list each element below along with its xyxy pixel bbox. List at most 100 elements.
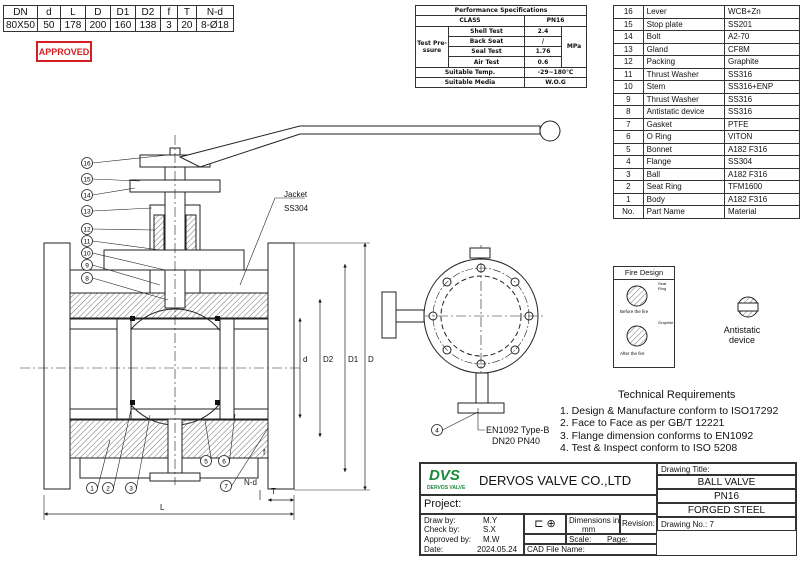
balloon-number: 8 [85, 275, 89, 282]
jacket-label: Jacket [284, 190, 308, 199]
part-balloon: 12 [81, 223, 155, 235]
part-balloon: 4 [431, 411, 479, 436]
dim-d-label: d [303, 355, 308, 364]
approved-stamp: APPROVED [36, 41, 92, 62]
balloon-number: 12 [83, 226, 91, 233]
drawing-no: Drawing No.: 7 [661, 520, 714, 529]
check-by-label: Check by: [424, 525, 460, 534]
balloon-number: 14 [83, 192, 91, 199]
body-bore-outline [43, 318, 295, 420]
fire-after-label: After the fire [620, 351, 645, 356]
balloon-number: 11 [84, 238, 91, 245]
balloon-number: 1 [90, 485, 94, 492]
company-name: DERVOS VALVE CO.,LTD [479, 473, 632, 488]
draw-by-label: Draw by: [424, 516, 456, 525]
perf-unit: MPa [561, 25, 587, 68]
dimensions-label: Dimensions in: [569, 516, 622, 525]
part-balloon: 7 [220, 427, 269, 492]
balloon-number: 10 [83, 250, 91, 257]
flange-standard-label: EN1092 Type-B [486, 425, 550, 435]
balloon-number: 4 [435, 427, 439, 434]
tech-req-item: 1. Design & Manufacture conform to ISO17… [560, 404, 779, 417]
project-cell: Project: [420, 495, 657, 514]
part-balloon: 15 [81, 173, 141, 185]
drawing-no-cell: Drawing No.: 7 [657, 517, 796, 531]
dim-value: 8-Ø18 [195, 18, 234, 32]
bom-cell-part: Part Name [642, 205, 726, 219]
balloon-number: 7 [224, 483, 228, 490]
balloon-number: 5 [204, 458, 208, 465]
bom-cell-part: Stop plate [642, 17, 726, 31]
scale-label: Scale: [569, 535, 592, 544]
technical-requirements: Technical Requirements 1. Design & Manuf… [560, 389, 778, 455]
dim-value: 138 [134, 18, 161, 32]
draw-by: M.Y [483, 516, 498, 525]
drawing-title-label: Drawing Title: [661, 465, 710, 474]
lever [178, 125, 541, 168]
antistatic-label: Antistatic device [723, 325, 761, 345]
tech-req-title: Technical Requirements [618, 389, 736, 401]
right-flange [267, 242, 295, 490]
date-label: Date: [424, 545, 444, 554]
dim-D1-label: D1 [348, 355, 359, 364]
dim-Nd-label: N-d [244, 478, 257, 487]
material: FORGED STEEL [657, 503, 796, 517]
part-balloon: 9 [81, 259, 161, 286]
perf-test-label: Test Pre- ssure [415, 25, 449, 68]
company-cell: DVS DERVOS VALVE DERVOS VALVE CO.,LTD [420, 463, 657, 495]
dim-f-label: f [263, 448, 266, 457]
drawing-title-label-cell: Drawing Title: [657, 463, 796, 475]
part-balloon: 2 [102, 404, 133, 494]
dimension-value-row: 80X50 50 178 200 160 138 3 20 8-Ø18 [3, 18, 234, 32]
part-balloon: 3 [125, 414, 151, 494]
drawing-title: BALL VALVE [657, 475, 796, 489]
fire-design-title: Fire Design [614, 267, 674, 280]
fire-seat-ring-label: Seat Ring [658, 281, 667, 291]
cad-label: CAD File Name: [527, 545, 585, 554]
check-by: S.X [483, 525, 496, 534]
part-balloon: 8 [81, 272, 169, 301]
part-balloon: 5 [200, 419, 212, 467]
fire-graphite-label: Graphite [658, 320, 674, 325]
project-label: Project: [424, 498, 462, 510]
dim-T-label: T [271, 487, 276, 496]
part-balloon: 6 [218, 413, 236, 467]
bom-cell-material: Material [724, 205, 800, 219]
tech-req-item: 4. Test & Inspect conform to ISO 5208 [560, 442, 738, 454]
flange-rating-label: DN20 PN40 [492, 436, 541, 446]
cad-cell: CAD File Name: [524, 544, 657, 555]
bom-cell-part: Flange [642, 155, 726, 169]
dim-D-label: D [368, 355, 374, 364]
performance-table: Performance Specifications CLASS PN16 Te… [415, 4, 588, 89]
projection-symbol-icon: ⊏ ⊕ [524, 514, 566, 534]
tech-req-item: 2. Face to Face as per GB/T 12221 [560, 417, 725, 429]
balloon-number: 3 [129, 485, 133, 492]
part-balloon: 14 [81, 187, 136, 201]
scale-page-cell: Scale: Page: [566, 534, 657, 544]
balloon-number: 9 [85, 262, 89, 269]
rating: PN16 [657, 489, 796, 503]
balloon-number: 13 [83, 208, 91, 215]
dim-value: 200 [84, 18, 111, 32]
revision-cell: Revision: [620, 514, 657, 534]
left-flange [43, 242, 71, 490]
balloon-number: 15 [83, 176, 91, 183]
company-logo-sub: DERVOS VALVE [427, 485, 466, 491]
revision-label: Revision: [622, 519, 655, 528]
fire-design-box: Fire Design Seat Ring Before the fire Gr… [613, 266, 675, 368]
lever-knob [539, 120, 561, 142]
tech-req-item: 3. Flange dimension conforms to EN1092 [560, 429, 754, 442]
perf-media-value: W.O.G [523, 77, 588, 89]
part-balloon: 16 [81, 154, 169, 169]
jacket-material-label: SS304 [284, 204, 309, 213]
dim-L-label: L [160, 503, 165, 512]
